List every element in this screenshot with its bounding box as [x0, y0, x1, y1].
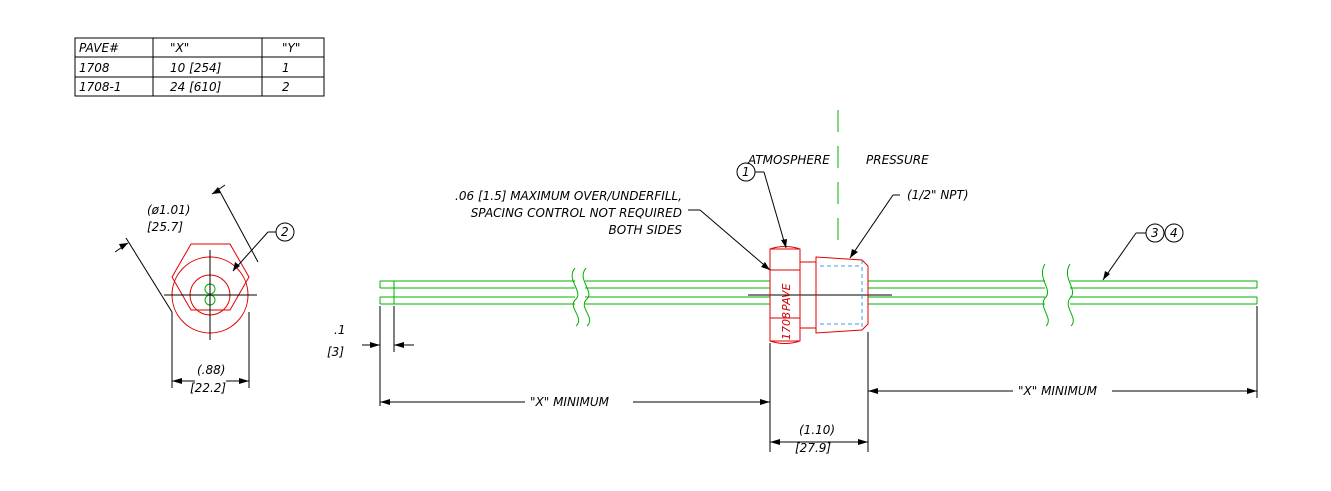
dim-gap-in: .1: [334, 323, 345, 337]
table-header-x: "X": [170, 41, 189, 55]
side-view: PAVE 1708 ATMOSPHERE PRESSURE 1 (1/2" NP…: [327, 110, 1258, 455]
balloon-1-label: 1: [742, 165, 750, 179]
table-cell: 2: [282, 80, 290, 94]
extension-line: [217, 187, 259, 263]
leader-line: [699, 209, 771, 271]
table-cell: 10 [254]: [170, 61, 222, 75]
fill-note-line-1: .06 [1.5] MAXIMUM OVER/UNDERFILL,: [455, 189, 682, 203]
leader-line: [849, 194, 894, 259]
table-cell: 1708: [79, 61, 110, 75]
fill-note-line-2: SPACING CONTROL NOT REQUIRED: [471, 206, 682, 220]
npt-note: (1/2" NPT): [907, 188, 969, 202]
leader-line: [1102, 232, 1137, 281]
balloon-4: [1164, 223, 1184, 243]
extension-line: [125, 237, 173, 313]
table-border: [74, 37, 325, 97]
table-cell: 1: [282, 61, 290, 75]
break-line-left: [571, 267, 580, 327]
atmosphere-label: ATMOSPHERE: [747, 153, 830, 167]
pave-table: PAVE# "X" "Y" 1708 10 [254] 1 1708-1 24 …: [74, 37, 325, 97]
table-header-y: "Y": [282, 41, 300, 55]
balloon-2-label: 2: [281, 225, 289, 239]
dim-x-minimum-right: "X" MINIMUM: [1018, 384, 1098, 398]
dim-x-minimum-left: "X" MINIMUM: [530, 395, 610, 409]
dim-gap-mm: [3]: [327, 345, 344, 359]
marking-pave: PAVE: [780, 283, 793, 311]
hex-body: PAVE 1708: [769, 246, 801, 344]
table-cell: 24 [610]: [170, 80, 222, 94]
npt-thread: [815, 256, 869, 334]
leader-line: [763, 171, 787, 249]
dim-fitting-length-mm: [27.9]: [795, 441, 831, 455]
table-header-pave: PAVE#: [79, 41, 119, 55]
balloon-3-label: 3: [1151, 226, 1159, 240]
tube-lower: [379, 296, 1258, 305]
balloon-2: [275, 222, 295, 242]
marking-part: 1708: [780, 312, 793, 340]
leader-line: [232, 231, 269, 272]
dim-across-corners-in: (ø1.01): [147, 203, 190, 217]
hex-outline: [171, 243, 250, 311]
table-cell: 1708-1: [79, 80, 122, 94]
hex-end-view: (ø1.01) [25.7] (.88) [22.2] 2: [114, 184, 295, 395]
tube-upper: [379, 280, 1258, 289]
balloon-4-label: 4: [1170, 226, 1178, 240]
dim-flats-in: (.88): [197, 363, 225, 377]
dim-fitting-length-in: (1.10): [799, 423, 835, 437]
fill-note-line-3: BOTH SIDES: [609, 223, 683, 237]
dim-flats-mm: [22.2]: [190, 381, 226, 395]
dim-across-corners-mm: [25.7]: [147, 220, 183, 234]
break-line-right: [1041, 263, 1049, 327]
pressure-label: PRESSURE: [866, 153, 929, 167]
